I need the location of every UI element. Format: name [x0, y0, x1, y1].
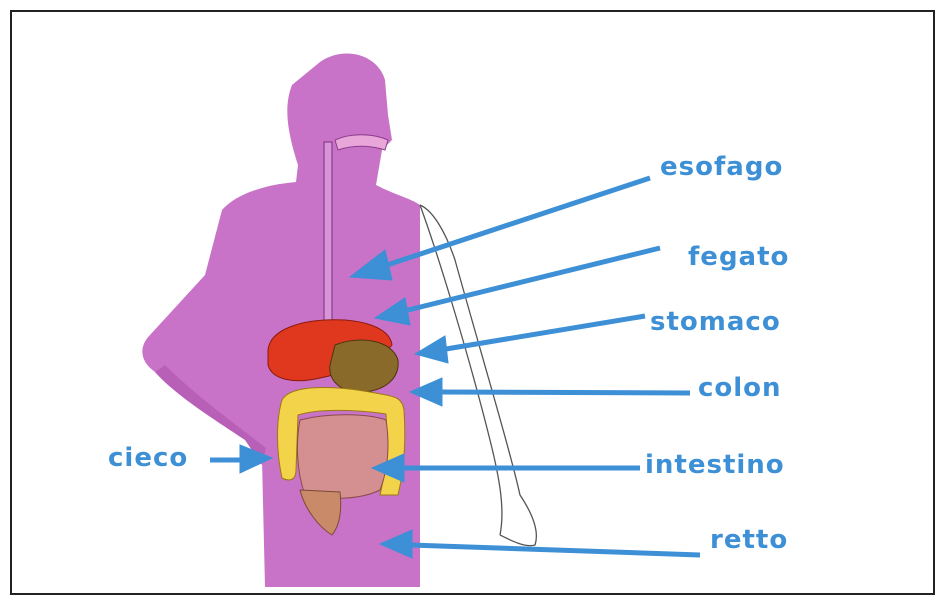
label-fegato: fegato [688, 242, 789, 272]
far-arm-outline [420, 205, 536, 546]
label-cieco: cieco [108, 443, 188, 473]
label-intestino: intestino [645, 450, 785, 480]
label-stomaco: stomaco [650, 307, 781, 337]
small-intestine-shape [297, 415, 388, 499]
body-shape [142, 54, 420, 587]
stomach-shape [330, 340, 398, 392]
arrow-stomaco [440, 316, 645, 350]
label-colon: colon [698, 373, 782, 403]
arrow-colon [440, 392, 690, 393]
label-retto: retto [710, 525, 788, 555]
label-esofago: esofago [660, 152, 783, 182]
arrow-retto [410, 545, 700, 555]
arrow-fegato [400, 248, 660, 312]
esophagus-tube [324, 142, 332, 320]
